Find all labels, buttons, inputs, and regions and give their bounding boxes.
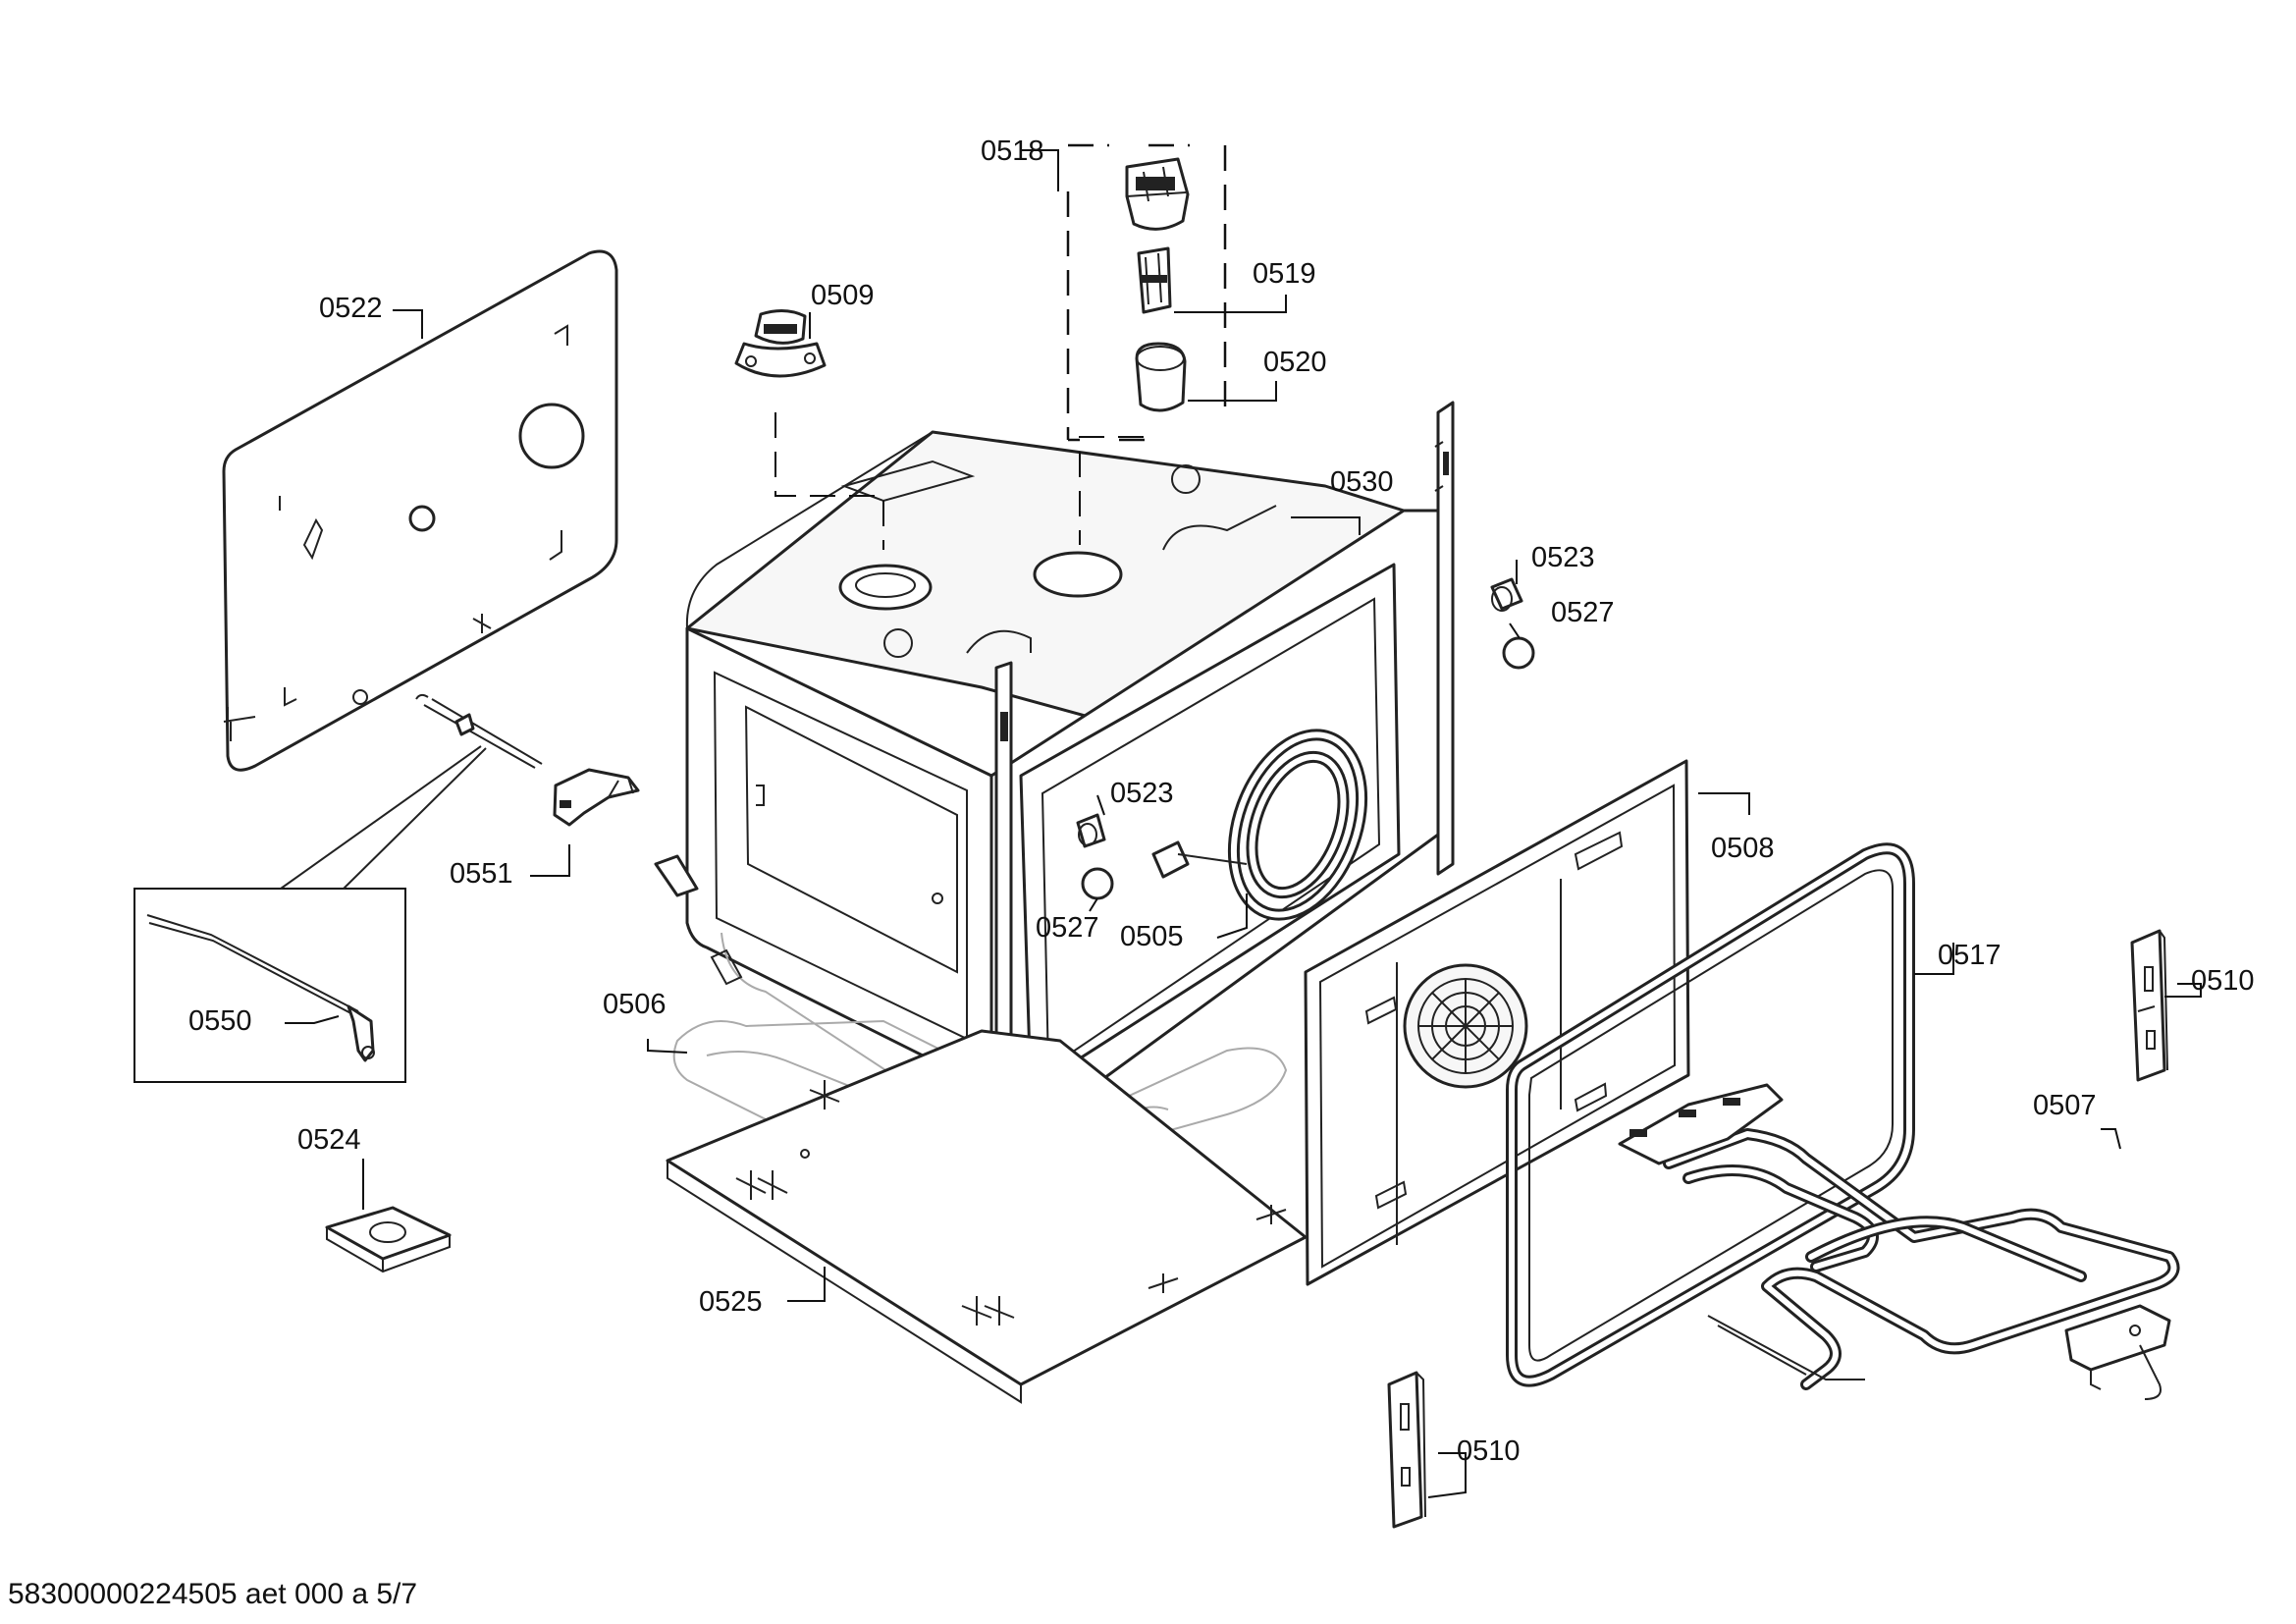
footer-document-id: 58300000224505 aet 000 a 5/7 <box>8 1578 417 1610</box>
label-0508: 0508 <box>1711 833 1775 864</box>
part-0524-pad <box>325 1206 452 1273</box>
part-0519-lamp-socket <box>1137 246 1172 314</box>
part-0509-thermostat-cap <box>734 309 827 378</box>
leader-lines <box>285 149 2202 1498</box>
part-0507-grill-heater <box>1618 1083 2180 1390</box>
label-0509: 0509 <box>811 280 875 311</box>
label-0527-lower: 0527 <box>1036 912 1099 944</box>
label-0551: 0551 <box>450 858 513 890</box>
part-0523-lower <box>1076 813 1106 848</box>
label-0523-lower: 0523 <box>1110 778 1174 809</box>
label-0519: 0519 <box>1253 258 1316 290</box>
part-0518-lamp-holder <box>1125 157 1190 231</box>
label-0510-upper: 0510 <box>2191 965 2255 997</box>
label-0522: 0522 <box>319 293 383 324</box>
part-0517-door-gasket <box>1506 842 1915 1387</box>
label-0524: 0524 <box>297 1124 361 1156</box>
label-0550: 0550 <box>188 1005 252 1037</box>
label-0530: 0530 <box>1330 466 1394 498</box>
part-0508-fan-cover <box>1304 759 1690 1286</box>
label-0520: 0520 <box>1263 347 1327 378</box>
label-0507: 0507 <box>2033 1090 2097 1121</box>
part-0510-hinge-lower <box>1387 1371 1426 1529</box>
label-0525: 0525 <box>699 1286 763 1318</box>
label-0517: 0517 <box>1938 940 2002 971</box>
part-0505-ring-heater <box>1151 729 1368 921</box>
label-0505: 0505 <box>1120 921 1184 952</box>
bracket-right <box>2064 1304 2171 1400</box>
part-0530-oven-cavity <box>654 401 1455 1160</box>
label-0518: 0518 <box>981 135 1044 167</box>
part-0550-detail-box <box>133 745 487 1083</box>
part-0522-panel <box>222 249 618 772</box>
part-0525-base-plate <box>666 1029 1308 1404</box>
part-0523-upper <box>1490 577 1523 612</box>
part-0527-upper <box>1502 636 1535 670</box>
part-0520-lamp-cover <box>1135 342 1187 412</box>
dashed-guides <box>774 143 1227 550</box>
label-0506: 0506 <box>603 989 667 1020</box>
label-0527-upper: 0527 <box>1551 597 1615 628</box>
part-labels: 0518 0519 0520 0509 0522 0530 0523 0527 … <box>188 135 2255 1467</box>
part-0551-sensor <box>415 693 640 827</box>
label-0523-upper: 0523 <box>1531 542 1595 573</box>
part-0527-lower <box>1081 867 1114 900</box>
label-0510-lower: 0510 <box>1457 1435 1521 1467</box>
part-0510-hinge-upper <box>2130 929 2168 1082</box>
